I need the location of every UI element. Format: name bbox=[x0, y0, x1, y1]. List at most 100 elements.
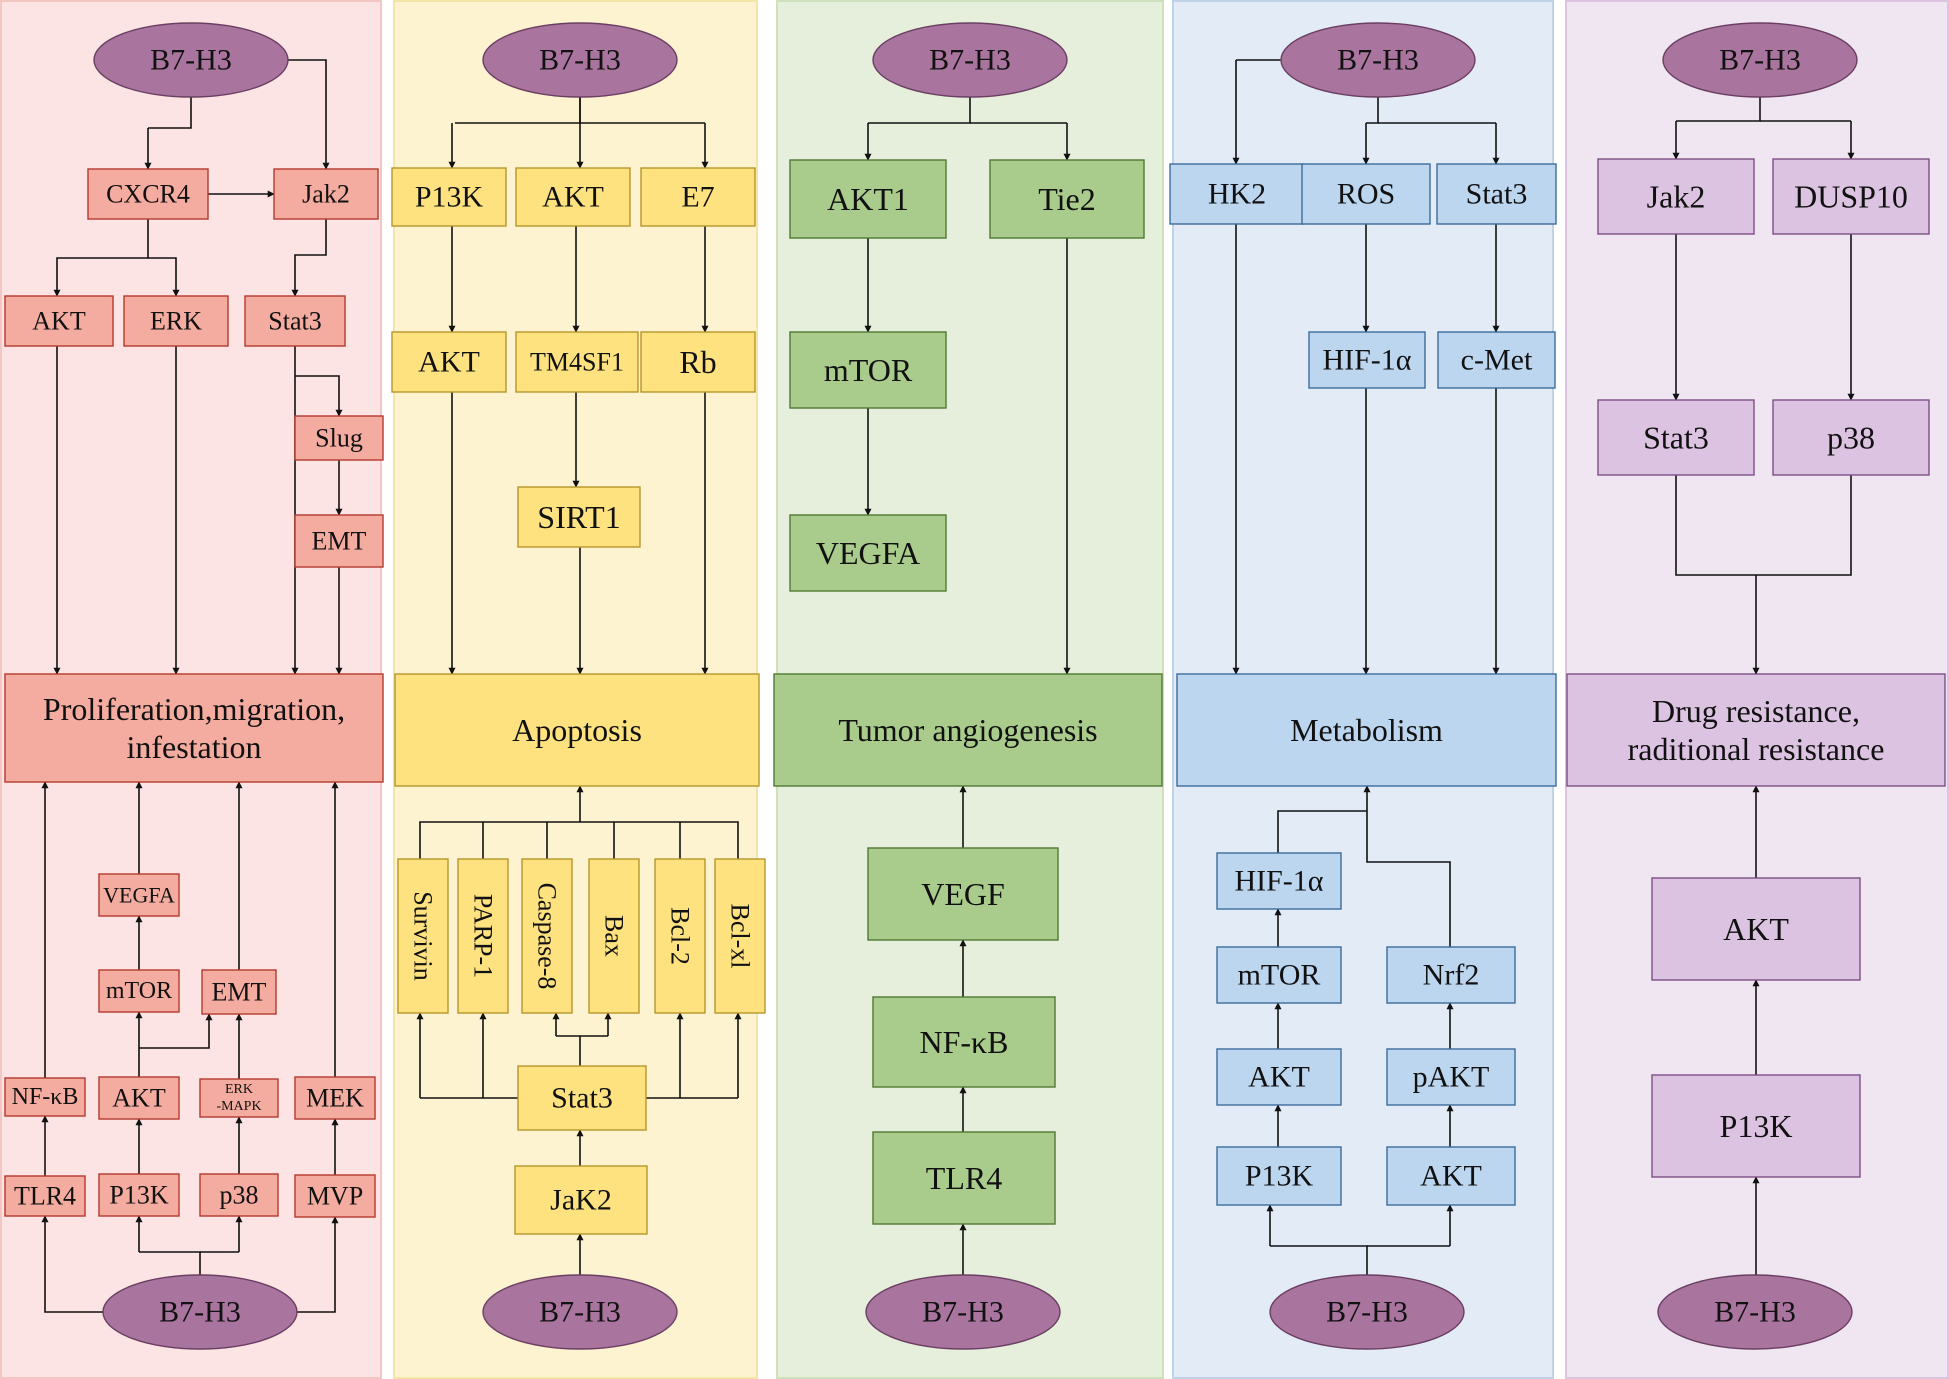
p4-edge-hif-merge bbox=[1277, 810, 1367, 853]
p4-nrf2-label: Nrf2 bbox=[1423, 959, 1480, 992]
p4-cmet-label: c-Met bbox=[1461, 344, 1533, 377]
p2-edge-fanin-bus bbox=[419, 821, 739, 859]
p1-mek: MEK bbox=[294, 1076, 376, 1120]
p5-jak2-label: Jak2 bbox=[1647, 179, 1706, 215]
p4-cmet: c-Met bbox=[1437, 331, 1556, 389]
p4-stat3-label: Stat3 bbox=[1466, 178, 1528, 211]
p4-pakt-label: pAKT bbox=[1413, 1061, 1490, 1094]
p1-stat3: Stat3 bbox=[244, 295, 346, 347]
p1-stat3-label: Stat3 bbox=[268, 307, 321, 336]
p4-akt-label: AKT bbox=[1248, 1061, 1310, 1094]
p1-vegfa: VEGFA bbox=[98, 873, 180, 917]
p2-rb: Rb bbox=[640, 331, 756, 393]
p2-survivin-label: Survivin bbox=[409, 891, 438, 981]
p2-jak2-label: JaK2 bbox=[550, 1184, 612, 1217]
p2-stat3-label: Stat3 bbox=[551, 1082, 613, 1115]
p5-p38: p38 bbox=[1772, 399, 1930, 476]
p1-p38: p38 bbox=[199, 1173, 279, 1217]
p1-pi3k-label: P13K bbox=[109, 1181, 168, 1210]
p1-b7h3-top-label: B7-H3 bbox=[150, 44, 232, 77]
p1-cxcr4-label: CXCR4 bbox=[106, 180, 190, 209]
p1-p38-label: p38 bbox=[220, 1181, 259, 1210]
p4-stat3: Stat3 bbox=[1436, 163, 1557, 225]
p5-akt-label: AKT bbox=[1723, 911, 1789, 947]
p2-akt-2-label: AKT bbox=[418, 346, 480, 379]
p5-outcome: Drug resistance,raditional resistance bbox=[1566, 673, 1946, 787]
p5-outcome-label-2: raditional resistance bbox=[1628, 731, 1885, 767]
p3-akt1: AKT1 bbox=[789, 159, 947, 239]
p1-emt: EMT bbox=[294, 514, 384, 568]
p1-tlr4-label: TLR4 bbox=[14, 1182, 76, 1211]
p5-jak2: Jak2 bbox=[1597, 158, 1755, 235]
p4-pakt: pAKT bbox=[1386, 1048, 1516, 1106]
p1-edge-top-jak2 bbox=[288, 59, 330, 170]
p5-b7h3-bottom: B7-H3 bbox=[1657, 1274, 1853, 1350]
p1-outcome-label-2: infestation bbox=[126, 729, 261, 765]
p1-mek-label: MEK bbox=[306, 1084, 364, 1113]
p2-outcome-label-1: Apoptosis bbox=[512, 712, 642, 748]
p1-slug-label: Slug bbox=[315, 424, 363, 453]
p3-vegfa-label: VEGFA bbox=[816, 535, 920, 571]
p3-b7h3-top: B7-H3 bbox=[872, 22, 1068, 98]
p1-outcome: Proliferation,migration,infestation bbox=[4, 673, 384, 783]
p4-b7h3-bottom-label: B7-H3 bbox=[1326, 1296, 1408, 1329]
p1-pi3k: P13K bbox=[98, 1173, 180, 1217]
p2-rb-label: Rb bbox=[679, 344, 716, 380]
p5-akt: AKT bbox=[1651, 877, 1861, 981]
p4-hif-label: HIF-1α bbox=[1322, 344, 1411, 377]
p3-vegf-label: VEGF bbox=[921, 876, 1005, 912]
p1-erk-label: ERK bbox=[150, 307, 202, 336]
p1-slug: Slug bbox=[294, 415, 384, 461]
p1-edge-bottom-tlr4 bbox=[41, 1215, 103, 1313]
p2-tm4sf1-label: TM4SF1 bbox=[530, 348, 624, 377]
p4-edge-nrf2-merge bbox=[1366, 811, 1451, 947]
p4-outcome-label-1: Metabolism bbox=[1290, 712, 1443, 748]
p2-bcl2-label: Bcl-2 bbox=[666, 907, 695, 965]
p1-edge-cxcr4-split bbox=[53, 219, 149, 297]
p1-edge-akt-emt bbox=[139, 1013, 213, 1049]
p2-outcome: Apoptosis bbox=[394, 673, 760, 787]
p2-b7h3-top: B7-H3 bbox=[482, 22, 678, 98]
p2-parp1: PARP-1 bbox=[457, 858, 509, 1014]
p2-e7-label: E7 bbox=[681, 181, 714, 214]
p4-hk2-label: HK2 bbox=[1208, 178, 1266, 211]
p2-caspase8-label: Caspase-8 bbox=[533, 883, 562, 990]
p4-outcome: Metabolism bbox=[1176, 673, 1557, 787]
p2-b7h3-bottom: B7-H3 bbox=[482, 1274, 678, 1350]
p1-erk-mapk: ERK-MAPK bbox=[199, 1078, 279, 1118]
p5-stat3-label: Stat3 bbox=[1643, 420, 1709, 456]
p1-akt-label: AKT bbox=[32, 307, 86, 336]
p5-b7h3-top: B7-H3 bbox=[1662, 22, 1858, 98]
p4-akt-lower: AKT bbox=[1386, 1146, 1516, 1206]
p2-stat3: Stat3 bbox=[517, 1065, 647, 1131]
p5-dusp10: DUSP10 bbox=[1772, 158, 1930, 235]
p4-hif-lower-label: HIF-1α bbox=[1234, 865, 1323, 898]
p4-mtor-label: mTOR bbox=[1238, 959, 1321, 992]
p1-mvp: MVP bbox=[294, 1174, 376, 1218]
p4-b7h3-top-label: B7-H3 bbox=[1337, 44, 1419, 77]
p1-jak2-label: Jak2 bbox=[302, 180, 350, 209]
p4-ros: ROS bbox=[1301, 163, 1431, 225]
p1-b7h3-top: B7-H3 bbox=[93, 22, 289, 98]
p2-akt: AKT bbox=[515, 167, 631, 227]
p3-nfkb-label: NF-κB bbox=[919, 1024, 1008, 1060]
p1-emt-lower-label: EMT bbox=[212, 978, 267, 1007]
p1-outcome-label-1: Proliferation,migration, bbox=[43, 691, 345, 727]
p5-outcome-label-1: Drug resistance, bbox=[1652, 693, 1860, 729]
p5-stat3: Stat3 bbox=[1597, 399, 1755, 476]
p1-erk: ERK bbox=[123, 295, 229, 347]
p1-erk-mapk-label-1: ERK bbox=[225, 1082, 253, 1097]
p4-akt: AKT bbox=[1216, 1048, 1342, 1106]
p2-akt-2: AKT bbox=[391, 331, 507, 393]
p3-outcome-label-1: Tumor angiogenesis bbox=[838, 712, 1097, 748]
p1-edge-jak2-stat3 bbox=[291, 219, 327, 297]
p3-mtor: mTOR bbox=[789, 331, 947, 409]
p1-mvp-label: MVP bbox=[307, 1182, 363, 1211]
p5-p38-label: p38 bbox=[1827, 420, 1875, 456]
p4-pi3k: P13K bbox=[1216, 1146, 1342, 1206]
p1-b7h3-bottom: B7-H3 bbox=[102, 1274, 298, 1350]
p2-e7: E7 bbox=[640, 167, 756, 227]
p1-akt-lower-label: AKT bbox=[112, 1084, 166, 1113]
p1-edge-stat3-slug bbox=[295, 375, 343, 417]
